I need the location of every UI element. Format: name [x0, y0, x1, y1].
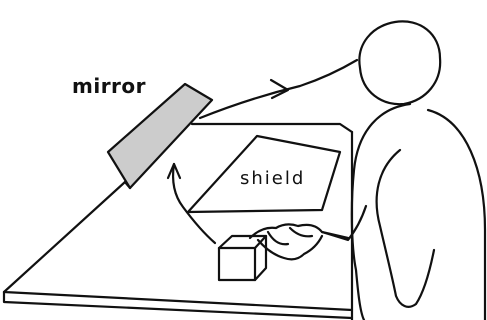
observer-arm	[322, 150, 434, 307]
observer-body	[352, 104, 485, 320]
mirror-panel	[108, 84, 212, 188]
table-top-back-edge	[192, 124, 352, 132]
table-front-edge	[4, 292, 352, 318]
table	[4, 124, 352, 320]
shield-label: shield	[240, 168, 305, 189]
hand	[250, 224, 348, 259]
light-path-mirror-to-eye	[200, 60, 357, 118]
observer-head	[359, 21, 440, 104]
mirror-label: mirror	[72, 74, 146, 98]
arrow-right-icon	[271, 80, 288, 98]
